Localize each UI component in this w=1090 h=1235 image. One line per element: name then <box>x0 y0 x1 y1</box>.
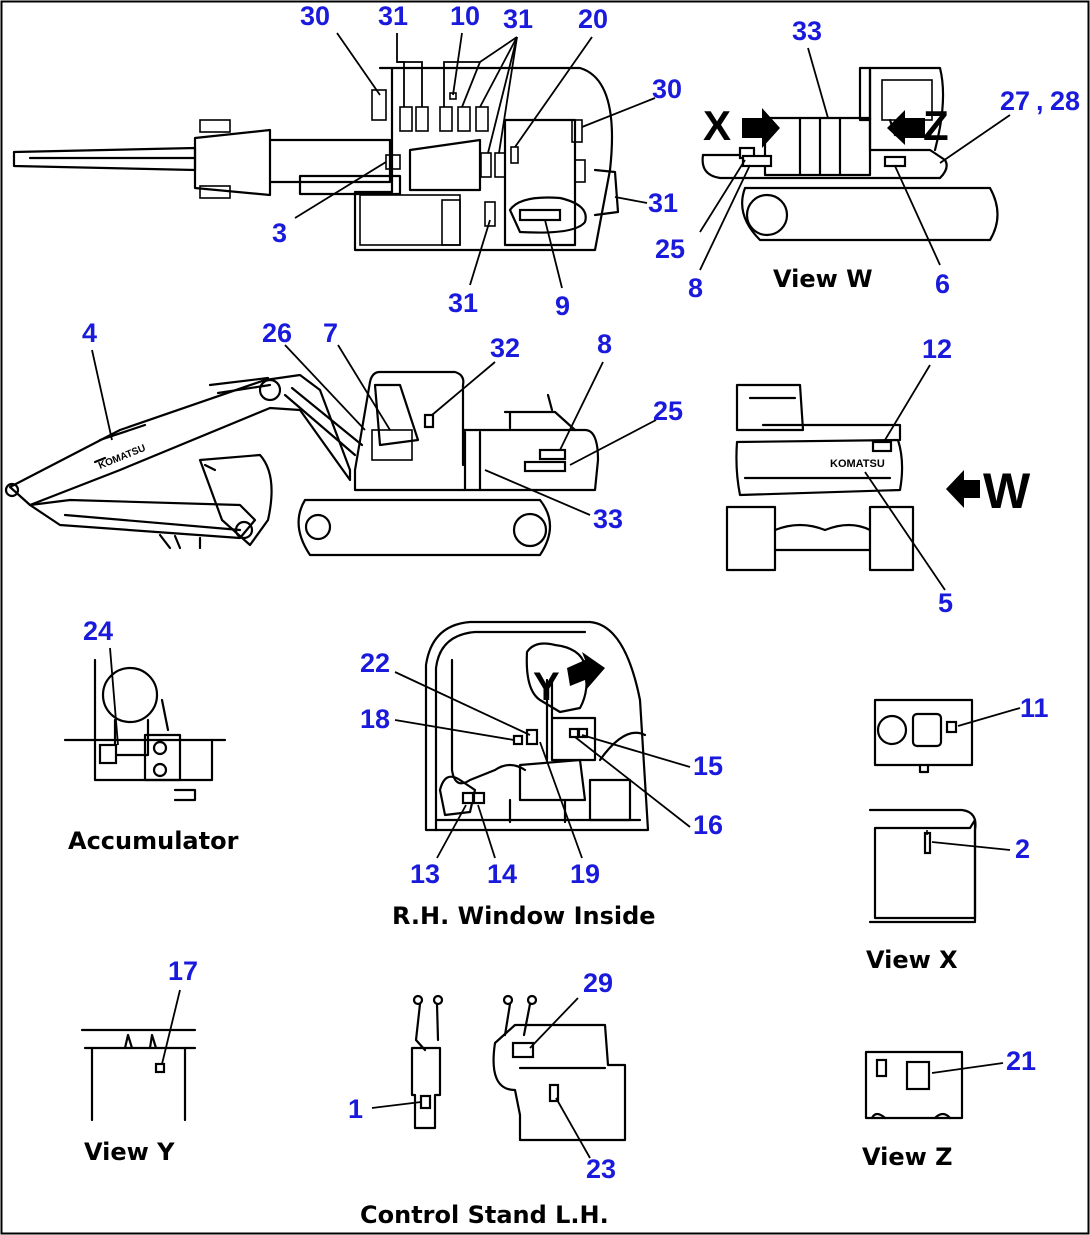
control-stand-callouts: 29 1 23 <box>348 968 616 1184</box>
caption-rh-window-inside: R.H. Window Inside <box>392 902 656 930</box>
view-z-detail-leader <box>931 1062 1004 1074</box>
callout-number: 23 <box>586 1154 616 1184</box>
view-w-marker: W <box>983 463 1031 519</box>
caption-accumulator: Accumulator <box>68 827 239 855</box>
view-x-detail-callouts: 11 2 <box>1015 693 1049 864</box>
callout-number: 33 <box>792 16 822 46</box>
rear-view-leaders <box>864 364 946 591</box>
callout-number: 5 <box>938 588 953 618</box>
callout-number: 31 <box>503 4 533 34</box>
callout-number: 18 <box>360 704 390 734</box>
view-w-callouts: 33 27 , 28 25 8 6 <box>655 16 1080 303</box>
callout-number: 26 <box>262 318 292 348</box>
caption-view-y: View Y <box>84 1138 175 1166</box>
callout-number: 29 <box>583 968 613 998</box>
callout-number: 7 <box>323 318 338 348</box>
callout-number: 25 <box>655 234 685 264</box>
rh-window-callouts: 22 18 15 16 13 14 19 <box>360 648 723 889</box>
top-view-leaders <box>294 32 656 289</box>
view-y-marker: Y <box>533 665 560 709</box>
view-x-detail-drawing <box>868 698 977 924</box>
counterweight-brand-text: KOMATSU <box>830 458 885 470</box>
callout-number: 31 <box>648 188 678 218</box>
callout-number: 25 <box>653 396 683 426</box>
caption-view-x: View X <box>866 946 958 974</box>
view-y-detail-drawing <box>80 1028 197 1122</box>
view-z-marker: Z <box>923 102 949 149</box>
view-y-detail-leader <box>161 989 181 1065</box>
control-stand-leaders <box>371 997 591 1159</box>
callout-number: 33 <box>593 504 623 534</box>
rear-view-callouts: 12 5 <box>922 334 953 618</box>
callout-number: 2 <box>1015 834 1030 864</box>
callout-number: 6 <box>935 269 950 299</box>
callout-number: 27 <box>1000 86 1030 116</box>
callout-number: 8 <box>597 329 612 359</box>
side-view-callouts: 4 26 7 32 8 25 33 <box>82 318 683 534</box>
callout-number: 9 <box>555 291 570 321</box>
callout-number: 24 <box>83 616 113 646</box>
view-x-marker: X <box>703 102 731 149</box>
callout-number: 31 <box>378 1 408 31</box>
side-view-drawing <box>4 370 600 557</box>
accumulator-leader <box>109 647 119 746</box>
callout-number: 14 <box>487 859 517 889</box>
callout-number: 30 <box>300 1 330 31</box>
accumulator-callouts: 24 <box>83 616 113 646</box>
callout-number: 32 <box>490 333 520 363</box>
callout-number: 17 <box>168 956 198 986</box>
view-y-detail-callouts: 17 <box>168 956 198 986</box>
view-z-detail-drawing <box>864 1050 964 1120</box>
callout-number: 10 <box>450 1 480 31</box>
callout-number: 21 <box>1006 1046 1036 1076</box>
caption-control-stand-lh: Control Stand L.H. <box>360 1201 609 1229</box>
top-view-drawing <box>12 66 620 252</box>
callout-number: 30 <box>652 74 682 104</box>
view-w-leaders <box>699 47 1011 271</box>
callout-number: 3 <box>272 218 287 248</box>
callout-number: 31 <box>448 288 478 318</box>
callout-number: 28 <box>1050 86 1080 116</box>
callout-number: 8 <box>688 273 703 303</box>
callout-separator: , <box>1036 86 1044 116</box>
caption-view-w: View W <box>773 265 873 293</box>
rh-window-drawing <box>424 620 650 832</box>
accumulator-drawing <box>63 658 227 802</box>
view-y-arrow <box>567 652 605 690</box>
view-x-detail-leaders <box>931 707 1021 851</box>
callout-number: 20 <box>578 4 608 34</box>
view-w-arrow <box>946 470 980 508</box>
control-stand-drawing <box>410 994 627 1142</box>
callout-number: 16 <box>693 810 723 840</box>
rh-window-leaders <box>394 671 691 859</box>
callout-number: 15 <box>693 751 723 781</box>
callout-number: 13 <box>410 859 440 889</box>
view-z-detail-callouts: 21 <box>1006 1046 1036 1076</box>
top-view-callouts: 30 31 10 31 20 30 31 3 31 9 <box>272 1 682 321</box>
callout-number: 4 <box>82 318 97 348</box>
callout-number: 1 <box>348 1094 363 1124</box>
view-x-arrow <box>742 108 780 148</box>
callout-number: 22 <box>360 648 390 678</box>
side-view-leaders <box>91 344 657 516</box>
callout-number: 12 <box>922 334 952 364</box>
callout-number: 19 <box>570 859 600 889</box>
rear-view-drawing <box>725 383 915 572</box>
caption-view-z: View Z <box>862 1143 953 1171</box>
view-z-arrow <box>887 110 925 145</box>
callout-number: 11 <box>1020 693 1049 723</box>
